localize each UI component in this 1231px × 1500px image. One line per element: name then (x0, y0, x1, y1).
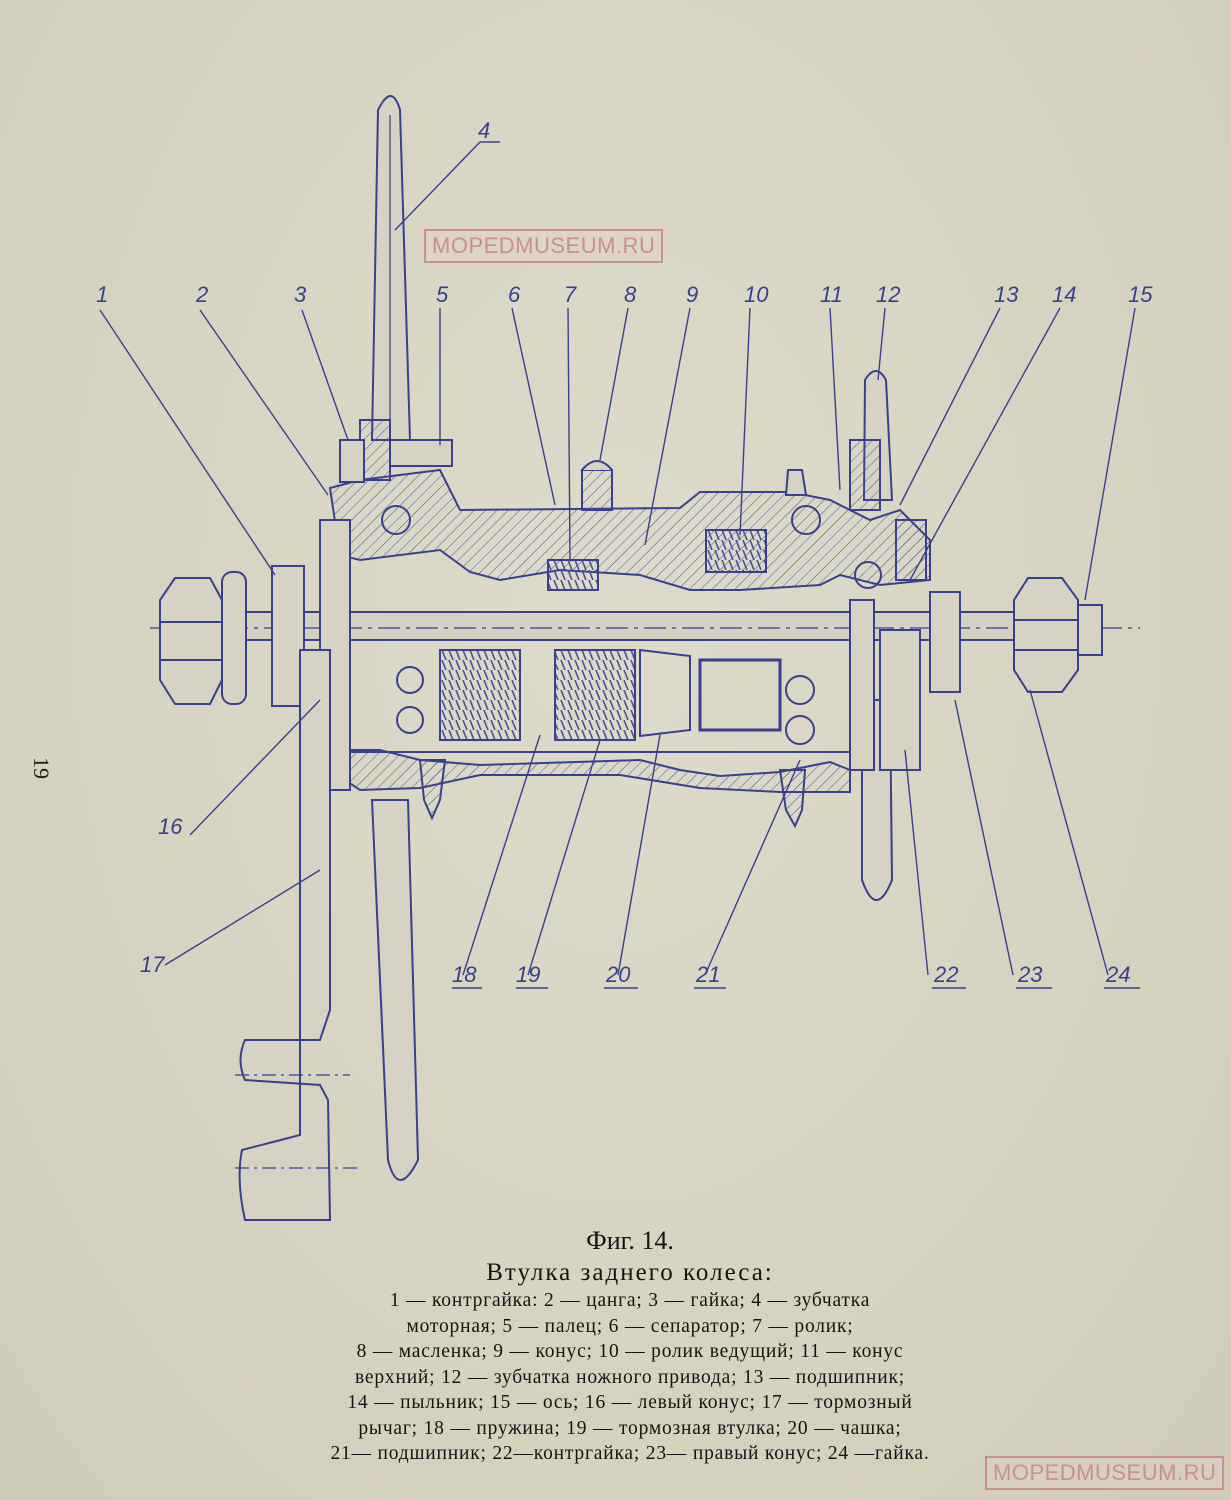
legend-line: 1 — контргайка: 2 — цанга; 3 — гайка; 4 … (389, 1290, 871, 1311)
callout-10: 10 (744, 282, 769, 307)
watermark-bottom: MOPEDMUSEUM.RU (985, 1456, 1225, 1490)
callout-7: 7 (564, 282, 577, 307)
callout-3: 3 (294, 282, 307, 307)
legend-line: 21— подшипник; 22—контргайка; 23— правый… (330, 1443, 930, 1464)
watermark-top: MOPEDMUSEUM.RU (424, 229, 664, 263)
callout-11: 11 (820, 282, 843, 307)
figure-legend: 1 — контргайка: 2 — цанга; 3 — гайка; 4 … (190, 1288, 1070, 1467)
callout-14: 14 (1052, 282, 1076, 307)
callout-19: 19 (516, 962, 540, 987)
leader-lines (99, 141, 1136, 976)
legend-line: 8 — масленка; 9 — конус; 10 — ролик веду… (356, 1341, 904, 1362)
grease-nipple (581, 460, 613, 511)
callout-17: 17 (140, 952, 165, 977)
motor-sprocket-lower (370, 799, 420, 1181)
callout-24: 24 (1105, 962, 1130, 987)
right-cone (849, 599, 875, 771)
callout-13: 13 (994, 282, 1019, 307)
callout-2: 2 (195, 282, 208, 307)
figure-title: Втулка заднего колеса: (486, 1259, 774, 1286)
brake-spring-left (439, 649, 521, 741)
top-flange (784, 469, 808, 496)
callout-16: 16 (158, 814, 183, 839)
locknut-right (879, 629, 921, 771)
dust-cover (895, 519, 927, 581)
legend-line: верхний; 12 — зубчатка ножного привода; … (355, 1366, 905, 1388)
callout-8: 8 (624, 282, 637, 307)
left-bearing-balls (381, 505, 424, 734)
callout-20: 20 (605, 962, 631, 987)
page-number: 19 (29, 757, 54, 779)
callout-1: 1 (96, 282, 108, 307)
callout-4: 4 (478, 118, 490, 143)
motor-sprocket (370, 95, 412, 441)
right-flange (778, 769, 807, 829)
callout-21: 21 (695, 962, 720, 987)
drive-cage (698, 658, 782, 732)
callout-5: 5 (436, 282, 449, 307)
callout-6: 6 (508, 282, 521, 307)
callout-23: 23 (1017, 962, 1043, 987)
figure-label: Фиг. 14. (586, 1226, 674, 1255)
brake-lever (238, 649, 332, 1221)
left-flange (418, 759, 447, 821)
callout-18: 18 (452, 962, 477, 987)
legend-line: рычаг; 18 — пружина; 19 — тормозная втул… (358, 1417, 902, 1439)
hub-shell-upper (328, 468, 931, 591)
callout-15: 15 (1128, 282, 1153, 307)
callout-9: 9 (686, 282, 698, 307)
callout-22: 22 (933, 962, 958, 987)
right-bearing-balls (785, 505, 882, 745)
brake-spring-right (554, 649, 636, 741)
roller (547, 559, 599, 591)
figure-caption: Фиг. 14. Втулка заднего колеса: 1 — конт… (190, 1226, 1070, 1467)
brake-cup (639, 648, 691, 738)
legend-line: моторная; 5 — палец; 6 — сепаратор; 7 — … (406, 1315, 854, 1337)
left-nut (159, 565, 305, 707)
pin (389, 439, 453, 467)
right-nut (929, 577, 1103, 693)
legend-line: 14 — пыльник; 15 — ось; 16 — левый конус… (347, 1392, 913, 1413)
driving-roller (705, 529, 767, 573)
callout-12: 12 (876, 282, 900, 307)
